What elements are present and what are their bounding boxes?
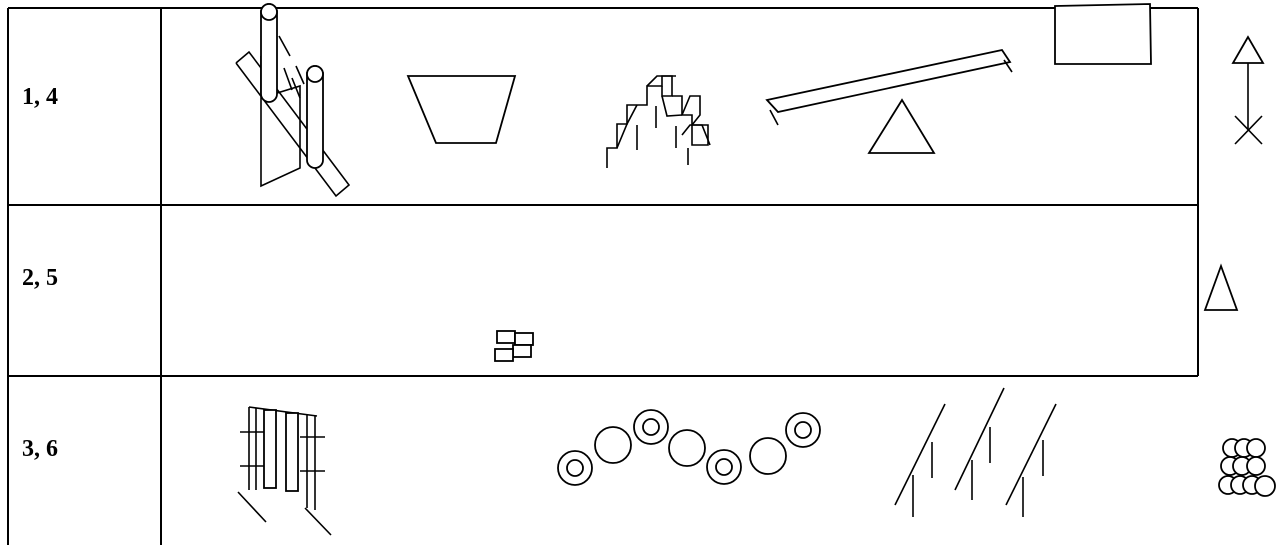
stacked-balls-icon [1219,439,1275,496]
seesaw-icon [767,50,1012,153]
climbing-frame-icon [236,4,349,196]
row-label-3: 3, 6 [22,436,58,462]
stairs-icon [607,76,710,168]
diagonal-sticks-icon [895,388,1056,517]
row-label-2: 2, 5 [22,265,58,291]
small-triangle-icon [1205,266,1237,310]
table-grid [8,8,1198,545]
box-icon [1055,4,1151,64]
triangle-marker-icon [1233,37,1263,144]
fence-ladder-icon [238,407,331,535]
small-blocks-icon [495,331,533,361]
rings-and-circles-icon [558,410,820,485]
trapezoid-icon [408,76,515,143]
row-label-1: 1, 4 [22,84,58,110]
